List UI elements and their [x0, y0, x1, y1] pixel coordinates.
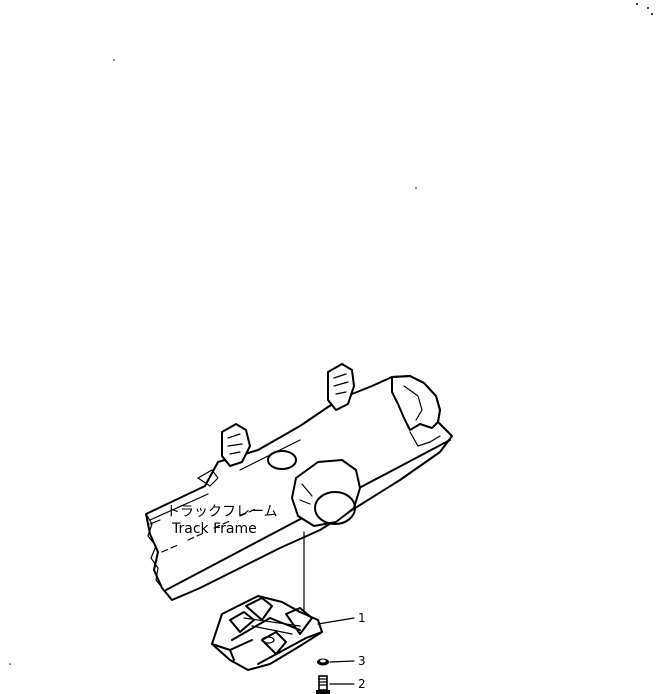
callout-leader-3	[329, 660, 355, 663]
track-frame	[145, 363, 453, 601]
callout-3: 3	[358, 654, 366, 668]
label-track-frame-en: Track Frame	[171, 521, 257, 537]
callout-leader-1	[317, 617, 355, 625]
guard-part-1	[211, 595, 323, 671]
frame-hole-icon	[267, 450, 297, 470]
label-track-frame-jp: トラックフレーム	[166, 504, 278, 520]
callout-2: 2	[358, 677, 366, 691]
washer-part-3	[317, 658, 329, 666]
bolt-part-2	[316, 675, 330, 694]
scan-specks	[9, 3, 653, 665]
callout-1: 1	[358, 611, 366, 625]
